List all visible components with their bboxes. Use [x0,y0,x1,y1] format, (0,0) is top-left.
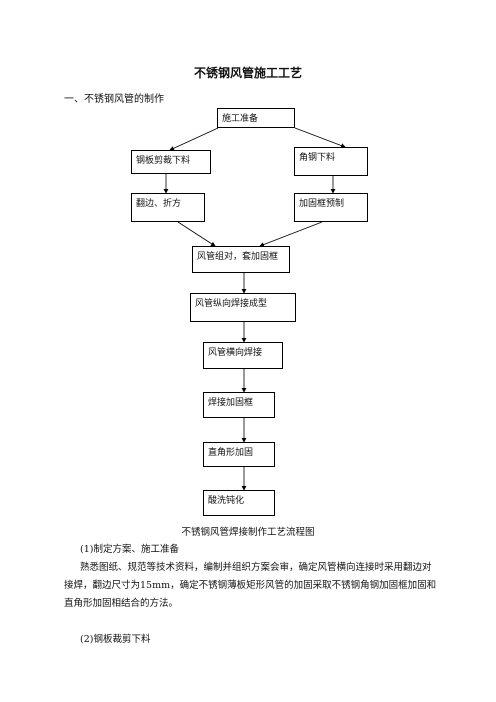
section-heading: 一、不锈钢风管的制作 [64,94,164,105]
flowchart-caption: 不锈钢风管焊接制作工艺流程图 [181,527,315,538]
arrow-prep-to-angle [294,127,346,148]
arrow-prep-to-plate [169,127,219,151]
arrow-fold-to-assemble [177,221,216,247]
flow-node-weld-frame: 焊接加固框 [203,392,275,418]
flow-node-angle-cut: 角钢下料 [294,147,368,176]
flow-node-assemble: 风管组对，套加固框 [192,246,290,273]
flow-node-fold: 翻边、折方 [131,193,205,222]
flow-node-cross-weld: 风管横向焊接 [203,342,283,369]
flow-node-prep: 施工准备 [217,108,295,128]
flow-node-frame-make: 加固框预制 [294,193,368,222]
item1-heading: (1)制定方案、施工准备 [80,544,179,555]
flow-node-pickle: 酸洗钝化 [203,490,275,516]
flow-node-right-angle: 直角形加固 [203,442,275,467]
document-title: 不锈钢风管施工工艺 [193,66,302,80]
flow-node-long-weld: 风管纵向焊接成型 [190,293,296,322]
arrow-frame-to-assemble [259,221,323,247]
flow-node-plate-cut: 钢板剪裁下料 [131,150,211,174]
item2-heading: (2)钢板裁剪下料 [80,634,151,645]
item1-paragraph: 熟悉图纸、规范等技术资料，编制并组织方案会审，确定风管横向连接时采用翻边对接焊，… [64,562,437,609]
